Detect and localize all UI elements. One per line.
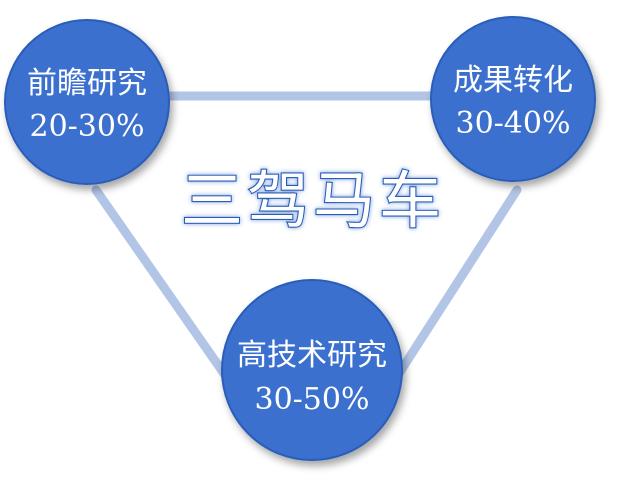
node-value: 30-50% — [255, 382, 370, 417]
node-hightech-research: 高技术研究 30-50% — [221, 279, 403, 461]
connector-left — [91, 185, 230, 380]
node-result-transfer: 成果转化 30-40% — [430, 16, 596, 182]
node-title: 前瞻研究 — [27, 66, 147, 101]
node-frontier-research: 前瞻研究 20-30% — [4, 19, 170, 185]
node-value: 30-40% — [456, 106, 571, 141]
center-title: 三驾马车 — [181, 164, 445, 237]
node-value: 20-30% — [30, 109, 145, 144]
node-circle — [430, 16, 596, 182]
node-circle — [4, 19, 170, 185]
connector-right — [393, 185, 522, 380]
node-title: 高技术研究 — [237, 338, 387, 373]
node-title: 成果转化 — [453, 63, 573, 98]
node-circle — [221, 279, 403, 461]
